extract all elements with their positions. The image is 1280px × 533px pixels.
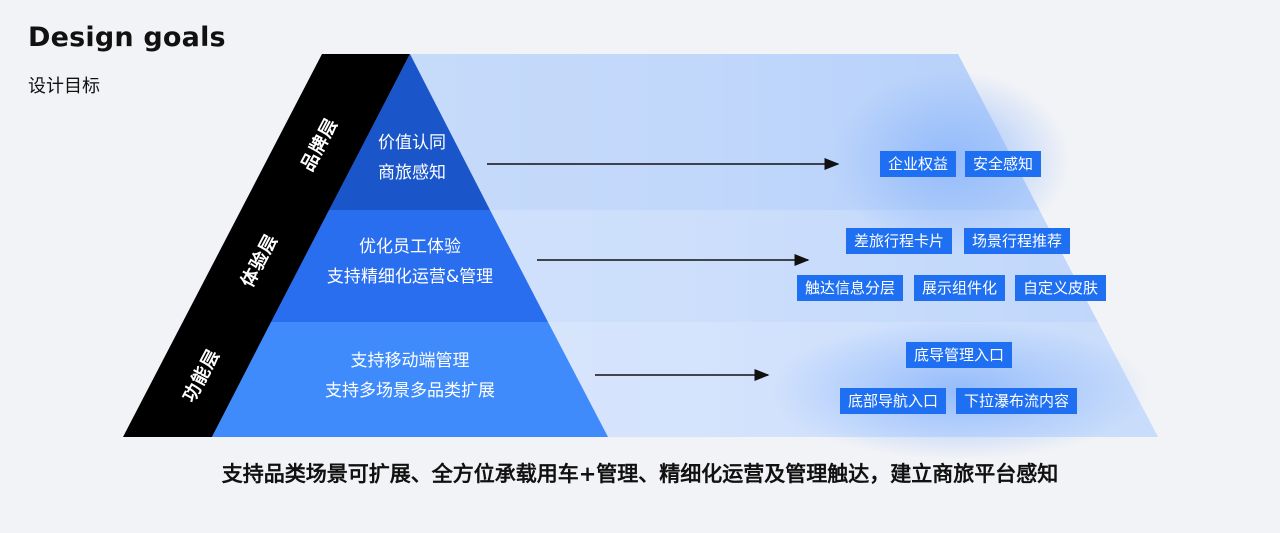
tag-info-layering: 触达信息分层 bbox=[797, 275, 904, 301]
tag-enterprise-rights: 企业权益 bbox=[880, 151, 957, 177]
tier-middle bbox=[271, 210, 548, 322]
page-subtitle: 设计目标 bbox=[28, 76, 100, 97]
tier-bottom-line-2: 支持多场景多品类扩展 bbox=[325, 381, 495, 401]
tier-bottom bbox=[212, 322, 608, 437]
page-title: Design goals bbox=[28, 22, 226, 53]
tag-bottom-nav-entry: 底导管理入口 bbox=[906, 342, 1013, 368]
tier-middle-line-1: 优化员工体验 bbox=[359, 237, 461, 257]
tier-bottom-line-1: 支持移动端管理 bbox=[350, 351, 470, 371]
tier-top bbox=[329, 54, 490, 210]
tier-top-text: 价值认同 商旅感知 bbox=[362, 128, 462, 188]
tag-scene-recommend: 场景行程推荐 bbox=[964, 228, 1071, 254]
tier-bottom-text: 支持移动端管理 支持多场景多品类扩展 bbox=[295, 346, 525, 406]
tier-top-line-1: 价值认同 bbox=[378, 133, 446, 153]
tag-trip-card: 差旅行程卡片 bbox=[846, 228, 953, 254]
tier-top-line-2: 商旅感知 bbox=[378, 163, 446, 183]
side-band bbox=[123, 54, 410, 437]
tier-middle-text: 优化员工体验 支持精细化运营&管理 bbox=[300, 232, 520, 292]
tag-safety-perception: 安全感知 bbox=[965, 151, 1042, 177]
tier-middle-line-2: 支持精细化运营&管理 bbox=[326, 267, 494, 287]
tag-custom-skin: 自定义皮肤 bbox=[1015, 275, 1107, 301]
tag-componentization: 展示组件化 bbox=[914, 275, 1006, 301]
tag-bottom-navigation: 底部导航入口 bbox=[840, 388, 947, 414]
tag-waterfall-content: 下拉瀑布流内容 bbox=[956, 388, 1078, 414]
summary-text: 支持品类场景可扩展、全方位承载用车+管理、精细化运营及管理触达，建立商旅平台感知 bbox=[221, 462, 1059, 486]
